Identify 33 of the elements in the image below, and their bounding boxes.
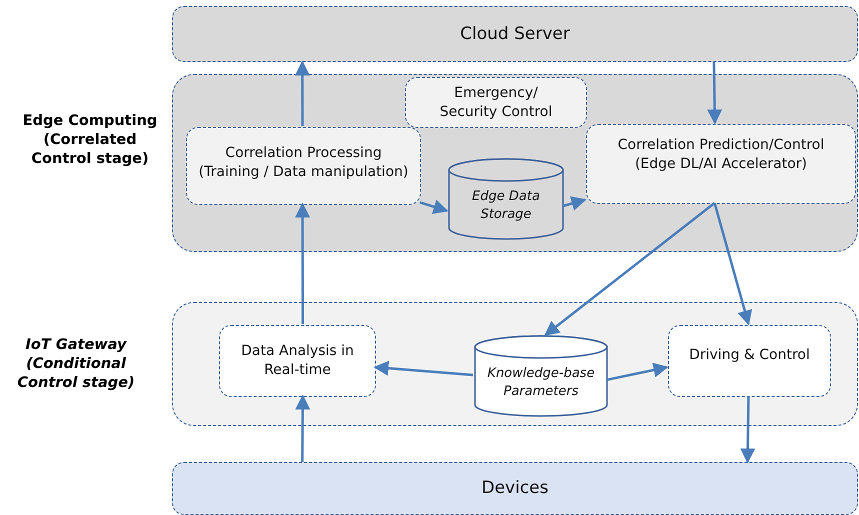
stage-heading: Edge Computing (Correlated Control stage) bbox=[22, 112, 158, 169]
box-label: Emergency/ Security Control bbox=[438, 84, 554, 122]
layer-band bbox=[172, 462, 858, 515]
arrow bbox=[713, 202, 752, 326]
arrow bbox=[295, 202, 310, 324]
process-box bbox=[219, 325, 376, 397]
box-label: Correlation Prediction/Control (Edge DL/AI Accelerator) bbox=[616, 136, 826, 174]
process-box bbox=[586, 124, 856, 204]
database-cylinder bbox=[474, 336, 608, 416]
arrow bbox=[374, 360, 474, 376]
box-label: Data Analysis in Real-time bbox=[240, 342, 355, 380]
box-label: Cloud Server bbox=[460, 22, 570, 46]
storage-label: Edge Data Storage bbox=[471, 188, 541, 224]
arrow bbox=[707, 62, 722, 124]
arrow bbox=[606, 362, 668, 382]
box-label: Correlation Processing (Training / Data manipulation) bbox=[198, 144, 409, 182]
group-band bbox=[172, 74, 858, 252]
arrow bbox=[562, 196, 586, 211]
box-label: Driving & Control bbox=[689, 346, 810, 364]
process-box bbox=[186, 127, 421, 205]
arrow bbox=[544, 202, 716, 336]
process-box bbox=[668, 325, 831, 397]
layer-band bbox=[172, 6, 858, 62]
arrow bbox=[294, 60, 310, 126]
process-box bbox=[405, 77, 587, 128]
stage-heading: IoT Gateway (Conditional Control stage) bbox=[16, 336, 136, 393]
database-cylinder bbox=[448, 159, 564, 239]
arrow bbox=[740, 396, 756, 464]
box-label: Devices bbox=[482, 477, 548, 500]
arrow bbox=[420, 200, 448, 214]
arrow bbox=[295, 394, 310, 462]
group-band bbox=[172, 302, 858, 426]
storage-label: Knowledge-base Parameters bbox=[486, 365, 596, 401]
